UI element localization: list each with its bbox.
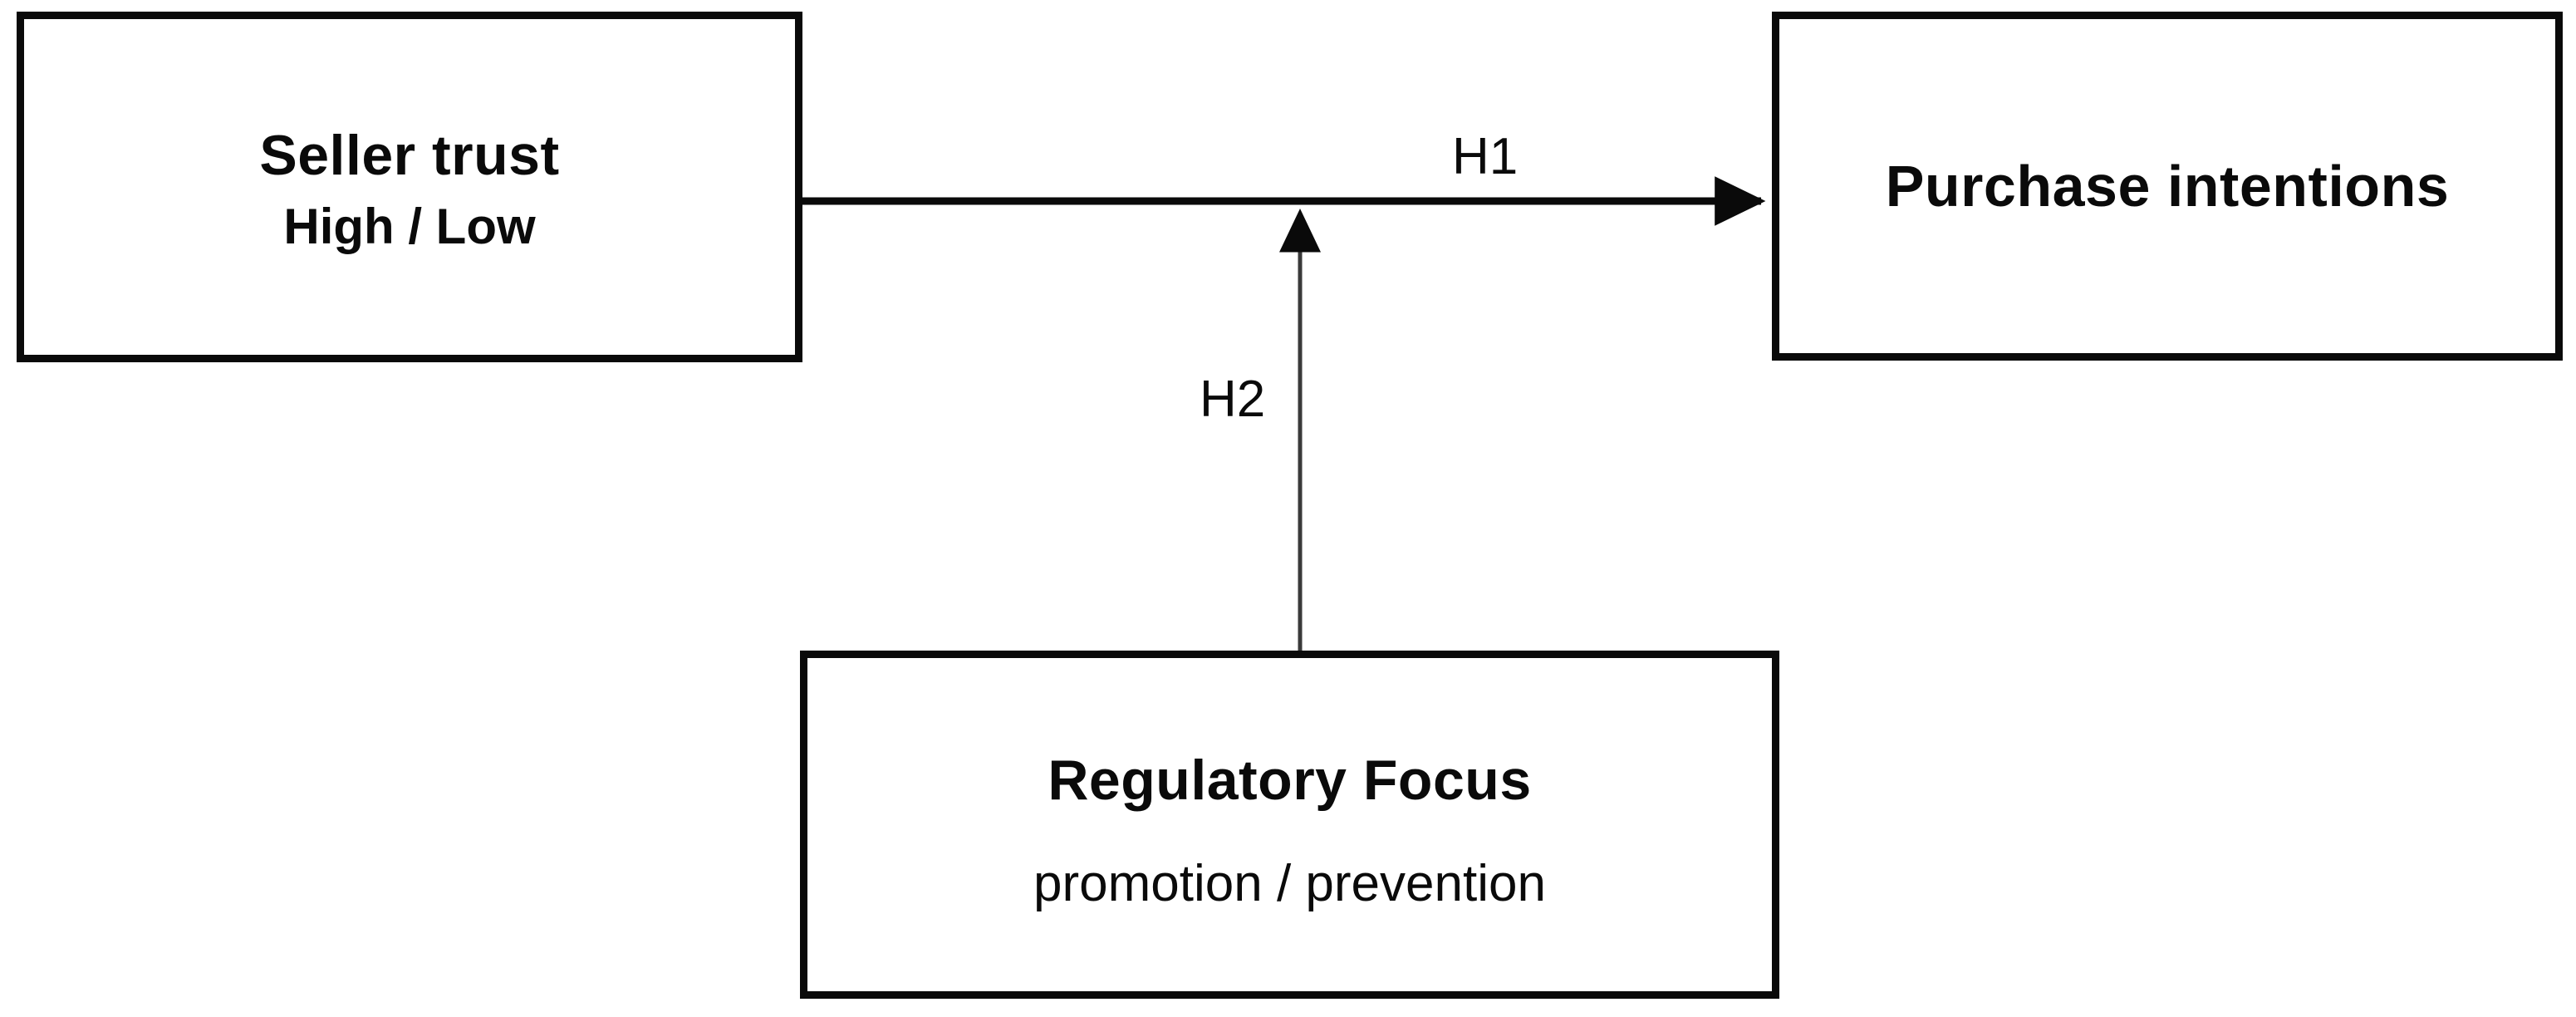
node-purchase-intentions-title: Purchase intentions: [1885, 154, 2450, 219]
node-seller-trust: Seller trust High / Low: [17, 12, 802, 362]
node-seller-trust-title: Seller trust: [259, 124, 560, 187]
node-seller-trust-levels: High / Low: [283, 199, 536, 254]
node-purchase-intentions: Purchase intentions: [1772, 12, 2563, 361]
node-regulatory-focus-title: Regulatory Focus: [1048, 748, 1532, 812]
node-regulatory-focus: Regulatory Focus promotion / prevention: [800, 651, 1779, 999]
node-regulatory-focus-levels: promotion / prevention: [1033, 854, 1546, 912]
edge-label-h1: H1: [1452, 128, 1519, 185]
edge-label-h2: H2: [1200, 371, 1266, 428]
